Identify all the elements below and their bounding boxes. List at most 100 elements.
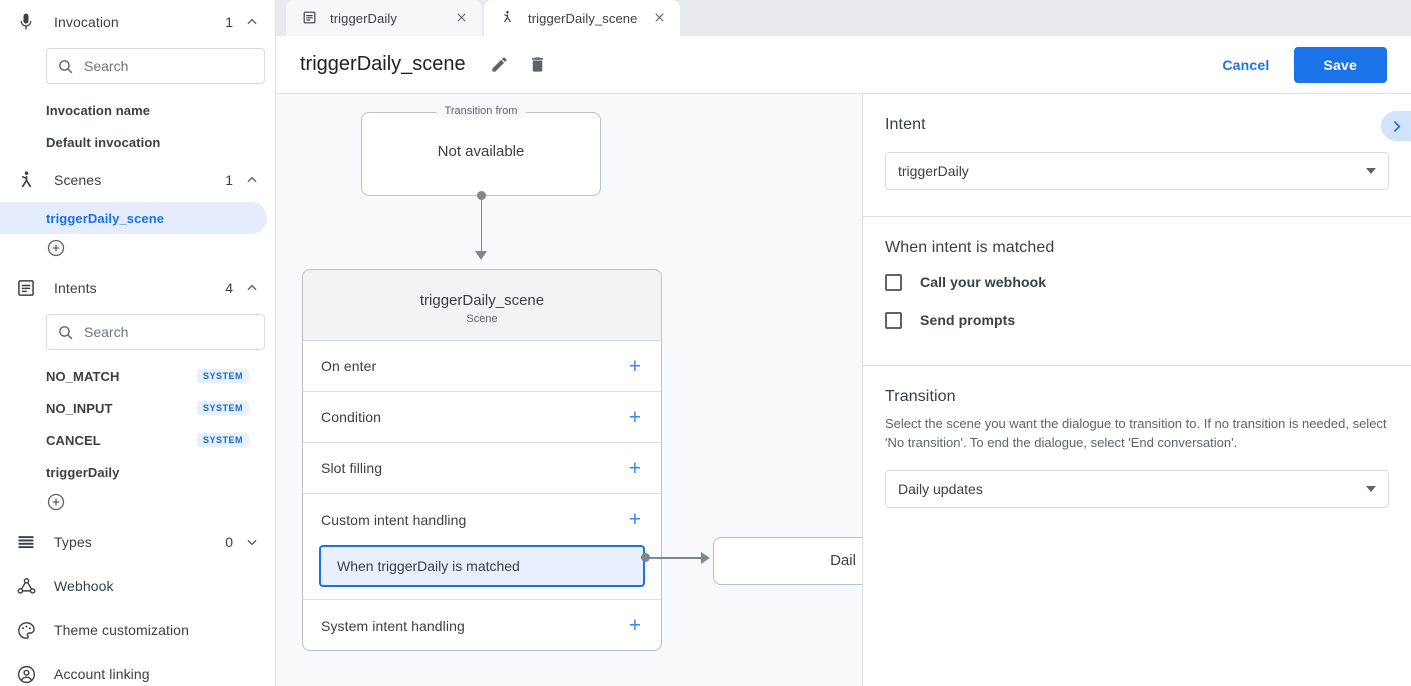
intents-search-input[interactable] [84,324,265,340]
scene-row-slot-filling[interactable]: Slot filling + [303,443,661,494]
add-on-enter-icon[interactable]: + [628,354,641,378]
transition-target-text: Dail [830,552,856,569]
transition-select-value: Daily updates [898,481,983,497]
status-badge: SYSTEM [196,401,249,415]
sidebar-item-label: Webhook [54,578,114,594]
scene-row-label: On enter [321,358,377,374]
sidebar-group-label: Intents [54,280,97,296]
transition-from-node[interactable]: Transition from Not available [361,105,601,196]
sidebar-group-label: Types [54,534,92,550]
sidebar-group-intents[interactable]: Intents 4 [0,266,275,310]
intent-handler-chip-label: When triggerDaily is matched [337,558,520,574]
chevron-up-icon[interactable] [245,15,259,29]
scene-row-custom-intent-handling[interactable]: Custom intent handling + [303,494,661,545]
sidebar-item-webhook[interactable]: Webhook [0,564,275,608]
transition-target-node[interactable]: Tr Dail [713,537,862,585]
save-button[interactable]: Save [1293,46,1387,83]
checkbox-box[interactable] [885,273,902,291]
microphone-icon [14,10,38,34]
chevron-up-icon[interactable] [245,281,259,295]
cancel-button[interactable]: Cancel [1210,48,1281,82]
sidebar-group-label: Scenes [54,172,102,188]
close-icon[interactable] [652,10,668,26]
trash-icon[interactable] [528,55,548,75]
scene-row-system-intent-handling[interactable]: System intent handling + [303,600,661,650]
properties-panel: Intent triggerDaily When intent is match… [862,94,1411,686]
scene-row-label: Slot filling [321,460,383,476]
tab-triggerdaily-scene[interactable]: triggerDaily_scene [484,0,680,36]
edge-line-vertical [480,195,482,253]
transition-section-description: Select the scene you want the dialogue t… [885,416,1387,450]
sidebar-item-invocation-name[interactable]: Invocation name [0,94,267,126]
edge-line-horizontal [645,557,703,559]
intent-handler-chip[interactable]: When triggerDaily is matched [319,545,645,587]
scene-node[interactable]: Transition to triggerDaily_scene Scene O… [302,269,662,651]
sidebar-item-label: Theme customization [54,622,189,638]
intents-search-box[interactable] [46,314,265,350]
status-badge: SYSTEM [196,369,249,383]
add-scene-icon[interactable] [46,238,66,258]
sidebar-item-triggerdaily-scene[interactable]: triggerDaily_scene [0,202,267,234]
scene-row-on-enter[interactable]: On enter + [303,341,661,392]
pencil-icon[interactable] [490,55,510,75]
scene-graph-canvas[interactable]: Transition from Not available Transition… [276,94,862,686]
sidebar-item-default-invocation[interactable]: Default invocation [0,126,267,158]
sidebar-group-count: 4 [225,280,233,296]
sidebar-item-cancel[interactable]: CANCEL SYSTEM [0,424,267,456]
sidebar-group-scenes[interactable]: Scenes 1 [0,158,275,202]
webhook-icon [14,574,38,598]
close-icon[interactable] [454,10,470,26]
sidebar-item-account-linking[interactable]: Account linking [0,652,275,686]
tab-label: triggerDaily_scene [528,10,638,26]
sidebar-item-label: NO_MATCH [46,368,120,384]
scene-icon [14,168,38,192]
types-icon [14,530,38,554]
invocation-search-input[interactable] [84,58,265,74]
sidebar-item-no-input[interactable]: NO_INPUT SYSTEM [0,392,267,424]
intent-section: Intent triggerDaily [863,94,1411,217]
tab-triggerdaily[interactable]: triggerDaily [286,0,482,36]
chevron-up-icon[interactable] [245,173,259,187]
status-badge: SYSTEM [196,433,249,447]
when-intent-matched-title: When intent is matched [885,239,1055,256]
left-sidebar: Invocation 1 Invocation name Default inv… [0,0,276,686]
scene-row-condition[interactable]: Condition + [303,392,661,443]
transition-from-legend: Transition from [436,105,526,117]
invocation-search-box[interactable] [46,48,265,84]
intents-search-wrap [0,310,275,360]
intents-icon [302,10,318,26]
chevron-down-icon[interactable] [245,535,259,549]
search-icon [57,58,74,75]
chevron-right-icon[interactable] [1381,111,1411,141]
sidebar-item-theme-customization[interactable]: Theme customization [0,608,275,652]
checkbox-box[interactable] [885,311,902,329]
checkbox-label: Send prompts [920,312,1016,328]
add-condition-icon[interactable]: + [628,405,641,429]
scene-row-label: Custom intent handling [321,511,467,528]
sidebar-group-types[interactable]: Types 0 [0,520,275,564]
checkbox-send-prompts[interactable]: Send prompts [885,301,1389,339]
sidebar-item-triggerdaily[interactable]: triggerDaily [0,456,267,488]
sidebar-group-invocation[interactable]: Invocation 1 [0,0,275,44]
add-slot-filling-icon[interactable]: + [628,456,641,480]
add-intent-row [0,488,275,520]
main-area: triggerDaily triggerDaily_scene triggerD… [276,0,1411,686]
transition-select[interactable]: Daily updates [885,470,1389,508]
sidebar-item-no-match[interactable]: NO_MATCH SYSTEM [0,360,267,392]
checkbox-call-your-webhook[interactable]: Call your webhook [885,263,1389,301]
sidebar-group-count: 1 [225,14,233,30]
add-intent-icon[interactable] [46,492,66,512]
transition-section: Transition Select the scene you want the… [863,366,1411,534]
sidebar-item-label: triggerDaily_scene [46,210,165,226]
chevron-down-icon [1366,486,1376,492]
when-intent-matched-section: When intent is matched Call your webhook… [863,217,1411,366]
intent-select[interactable]: triggerDaily [885,152,1389,190]
add-system-intent-icon[interactable]: + [628,614,641,637]
page-header: triggerDaily_scene Cancel Save [276,36,1411,94]
scene-node-title: triggerDaily_scene [419,292,545,309]
sidebar-item-label: Invocation name [46,102,151,118]
invocation-search-wrap [0,44,275,94]
sidebar-group-count: 1 [225,172,233,188]
add-custom-intent-icon[interactable]: + [628,508,641,531]
